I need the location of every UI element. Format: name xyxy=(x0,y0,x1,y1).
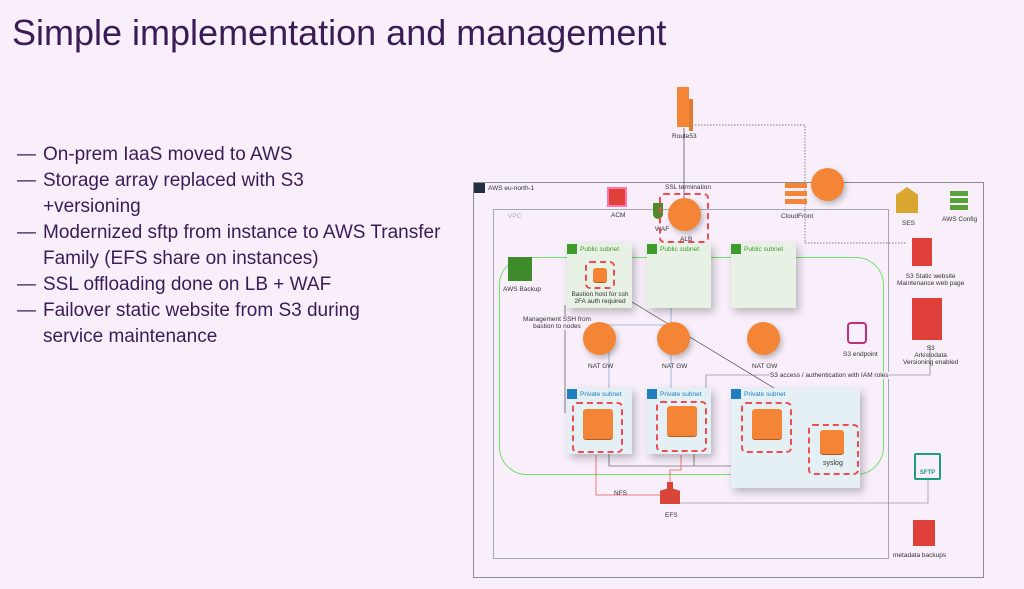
syslog-highlight xyxy=(808,424,859,475)
alb-label: ALB xyxy=(680,236,693,243)
waf-icon xyxy=(653,203,663,219)
region-label: AWS eu-north-1 xyxy=(488,185,535,192)
vpc-label: VPC xyxy=(508,213,522,220)
lock-icon xyxy=(647,244,657,254)
lock-icon xyxy=(731,389,741,399)
ec2-instance-icon xyxy=(667,406,697,436)
bullet-list: —On-prem IaaS moved to AWS —Storage arra… xyxy=(17,142,447,350)
nat-gw-label: NAT GW xyxy=(588,363,614,370)
nfs-label: NFS xyxy=(614,490,627,497)
nat-gw-label: NAT GW xyxy=(752,363,778,370)
cloudfront-label: CloudFront xyxy=(781,213,814,220)
aws-config-label: AWS Config xyxy=(942,216,978,223)
s3-endpoint-icon xyxy=(847,322,867,344)
metadata-backups-icon xyxy=(913,520,935,546)
bullet-item: —Modernized sftp from instance to AWS Tr… xyxy=(17,222,441,269)
ec2-instance-icon xyxy=(583,409,613,439)
public-subnet-2: Public subnet xyxy=(647,243,711,308)
ssl-termination-label: SSL termination xyxy=(665,184,712,191)
aws-logo-icon xyxy=(474,183,485,193)
s3-endpoint-label: S3 endpoint xyxy=(843,351,878,358)
public-subnet-3: Public subnet xyxy=(731,243,796,308)
instance-highlight xyxy=(656,401,707,452)
metadata-backups-label: metadata backups xyxy=(893,552,947,559)
s3-static-icon xyxy=(912,238,932,266)
private-subnet-1: Private subnet xyxy=(567,388,632,454)
ses-label: SES xyxy=(902,220,916,227)
lock-icon xyxy=(567,244,577,254)
instance-highlight xyxy=(741,402,792,453)
instance-highlight xyxy=(572,402,623,453)
aws-backup-icon xyxy=(508,257,532,281)
acm-icon xyxy=(607,187,627,207)
aws-config-icon xyxy=(950,191,968,211)
bullet-item: —Storage array replaced with S3 +version… xyxy=(17,170,304,217)
aws-backup-label: AWS Backup xyxy=(503,286,542,293)
s3-access-label: S3 access / authentication with IAM role… xyxy=(770,372,889,379)
bullet-item: —On-prem IaaS moved to AWS xyxy=(17,144,293,165)
cloud-icon xyxy=(811,168,844,201)
acm-label: ACM xyxy=(611,212,626,219)
syslog-label: syslog xyxy=(823,460,843,467)
lock-icon xyxy=(647,389,657,399)
nat-gateway-icon xyxy=(583,322,616,355)
bastion-highlight xyxy=(585,261,615,289)
nat-gw-label: NAT GW xyxy=(662,363,688,370)
ec2-instance-icon xyxy=(752,409,782,439)
sftp-icon: SFTP xyxy=(914,453,941,480)
bullet-item: —Failover static website from S3 during … xyxy=(17,300,360,347)
ses-icon xyxy=(896,187,918,213)
bullet-item: —SSL offloading done on LB + WAF xyxy=(17,274,332,295)
waf-label: WAF xyxy=(655,226,670,233)
nat-gateway-icon xyxy=(747,322,780,355)
nat-gateway-icon xyxy=(657,322,690,355)
alb-highlight xyxy=(659,193,709,243)
private-subnet-2: Private subnet xyxy=(647,388,711,454)
bastion-host-icon xyxy=(593,268,607,282)
s3-data-icon xyxy=(912,298,942,340)
efs-label: EFS xyxy=(665,512,678,519)
region-box xyxy=(473,182,984,578)
slide-title: Simple implementation and management xyxy=(12,12,667,53)
lock-icon xyxy=(731,244,741,254)
route53-icon xyxy=(677,87,689,127)
syslog-instance-icon xyxy=(820,430,844,454)
private-subnet-3: Private subnet syslog xyxy=(731,388,860,488)
lock-icon xyxy=(567,389,577,399)
route53-label: Route53 xyxy=(672,133,697,140)
alb-icon xyxy=(668,198,701,231)
cloudfront-icon xyxy=(785,183,807,207)
